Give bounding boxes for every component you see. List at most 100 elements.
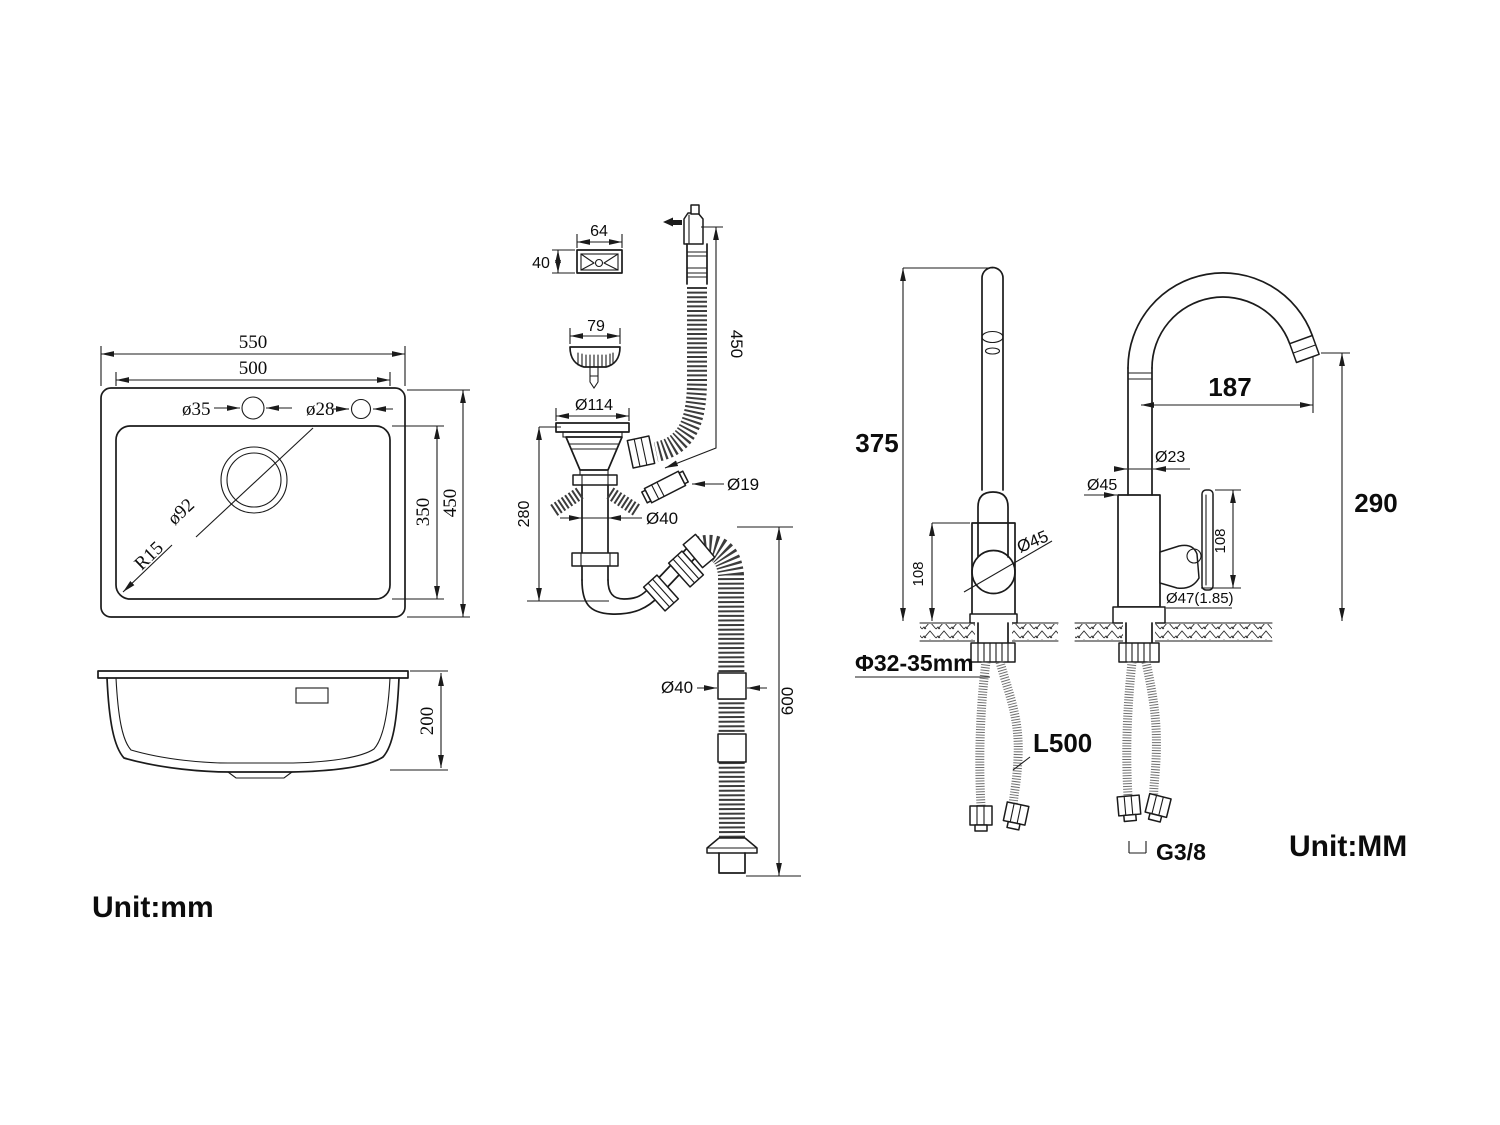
- dim-supply-hose: L500: [1033, 728, 1092, 758]
- flange-cup-lines: [569, 443, 619, 450]
- dim-spout-reach: 187: [1208, 372, 1251, 402]
- tailpipe-union-nut: [571, 552, 619, 567]
- dim-handle-height: 108: [1212, 528, 1229, 553]
- tailpipe-lower: [581, 565, 609, 581]
- basin-inner-wall: [115, 677, 391, 764]
- dim-faucet-body-height: 108: [910, 561, 927, 586]
- overflow-tube: [686, 243, 708, 285]
- faucet2-hose-left: [1122, 661, 1137, 797]
- faucet1-base-plate: [969, 613, 1018, 624]
- flange-locknut-ridges: [581, 474, 609, 486]
- p-trap: [581, 545, 705, 615]
- sink-bowl-edge: [115, 425, 391, 600]
- faucet2-shank-nut-ridges: [1125, 642, 1151, 663]
- faucet2-spout-outer: [1127, 272, 1314, 369]
- drain-hole-outer: [220, 446, 288, 514]
- dim-ext-280: [527, 426, 609, 602]
- faucet1-shank-nut: [970, 642, 1016, 663]
- dim-thread: G3/8: [1156, 839, 1206, 865]
- dim-outlet-hose-length: 600: [778, 687, 797, 715]
- dim-sink-inner-width: 500: [239, 358, 268, 379]
- dim-faucet-total-height: 375: [855, 428, 898, 458]
- overflow-cover: 64 40: [532, 223, 623, 274]
- faucet1-spout: [981, 266, 1004, 491]
- unit-label-left: Unit:mm: [92, 891, 214, 924]
- flange-locknut: [572, 474, 618, 486]
- faucet1-counter-cutout: [975, 622, 1012, 642]
- faucet1-spout-band: [981, 330, 1004, 344]
- faucet2-shank-nut: [1118, 642, 1160, 663]
- drain-assembly: 64 40 79 Ø114: [516, 204, 801, 877]
- overflow-port-connector: [626, 435, 656, 469]
- dim-sink-outer-depth: 450: [440, 489, 461, 518]
- flange-cup: [565, 436, 623, 471]
- faucet2-body: [1117, 494, 1161, 608]
- dim-ext-200: [390, 670, 448, 771]
- trap-outer: [581, 555, 698, 615]
- label-faucet-hole: ø35: [182, 399, 211, 420]
- faucet1-spout-band-2: [984, 347, 1001, 355]
- overflow-cover-outer: [576, 249, 623, 274]
- dim-tailpiece-height: 280: [516, 501, 533, 528]
- faucet2-riser-pipe: [1127, 367, 1153, 496]
- faucet2-riser-bands: [1127, 372, 1153, 380]
- unit-label-right: Unit:MM: [1289, 830, 1407, 863]
- strainer-slots: [577, 352, 614, 368]
- label-accessory-hole: ø28: [306, 399, 335, 420]
- dim-tailpipe-diameter: Ø40: [646, 509, 678, 528]
- drain-hole-inner: [226, 452, 282, 508]
- faucet-side-view: 187 290 Ø23 Ø45 108 Ø47(1.85): [1074, 272, 1398, 865]
- faucet1-hose-right: [995, 660, 1023, 807]
- outlet-hose: Ø40 600: [661, 526, 801, 877]
- hose-outlet-tip: [718, 852, 746, 874]
- dim-overflow-cover-height: 40: [532, 255, 550, 272]
- leader-handle-diameter: [963, 540, 1053, 593]
- faucet1-hose-nut-right: [1002, 801, 1030, 831]
- faucet2-hose-nut-right: [1144, 792, 1172, 823]
- accessory-hole: [350, 398, 372, 420]
- faucet1-shank: [977, 622, 1009, 644]
- faucet2-base-plate: [1112, 606, 1166, 624]
- faucet1-lever: [977, 491, 1009, 558]
- sink-top-view: 550 500 450 350 ø35 ø28 ø92 R15: [100, 332, 470, 618]
- dim-ext-600: [737, 526, 801, 877]
- flange-ring: [555, 422, 630, 433]
- strainer-stem: [589, 366, 599, 389]
- overflow-head-clip: [690, 204, 700, 215]
- dim-base-diameter: Ø47(1.85): [1166, 590, 1234, 607]
- faucet2-handle-housing: [1159, 544, 1200, 590]
- label-corner-radius: R15: [130, 537, 167, 574]
- dim-spout-pipe-diameter: Ø23: [1155, 449, 1185, 466]
- dim-overflow-cover-width: 64: [590, 223, 608, 240]
- leader-supply-hose: [1012, 756, 1031, 771]
- overflow-screw-shaft: [673, 220, 682, 225]
- hose-collar: [682, 533, 716, 569]
- leader-corner-radius: [122, 544, 173, 593]
- overflow-hose-corrugation: [653, 287, 707, 462]
- dim-line-hose-450: [664, 227, 719, 469]
- hose-flare: [706, 837, 758, 854]
- faucet2-shank: [1125, 622, 1153, 644]
- leader-drain-hole: [195, 427, 314, 538]
- right-inlet-stub: [606, 487, 642, 517]
- drain-flange-body: Ø114: [549, 397, 656, 581]
- dim-body-diameter: Ø45: [1087, 477, 1117, 494]
- overflow-tube-bands: [686, 251, 708, 278]
- overflow-cover-screw: [594, 258, 604, 268]
- sink-rim-profile: [97, 670, 409, 679]
- strainer-bowl: [569, 346, 621, 368]
- tailpipe: [581, 484, 609, 554]
- faucet2-handle-lever: [1201, 489, 1214, 591]
- dim-sink-depth: 200: [417, 707, 438, 736]
- faucet1-handle-ball: [971, 549, 1016, 595]
- faucet1-hose-nut-left: [969, 805, 993, 832]
- overflow-cover-inner: [580, 253, 619, 271]
- faucet2-countertop-hatch: [1075, 624, 1272, 640]
- faucet1-shank-nut-ridges: [977, 642, 1009, 663]
- dim-bracket-thread: [1128, 841, 1147, 854]
- overflow-pipe-piece: Ø19: [641, 470, 759, 504]
- dim-overflow-pipe-diameter: Ø19: [727, 475, 759, 494]
- faucet2-handle-pivot: [1186, 548, 1202, 564]
- trap-union-1: [642, 574, 680, 612]
